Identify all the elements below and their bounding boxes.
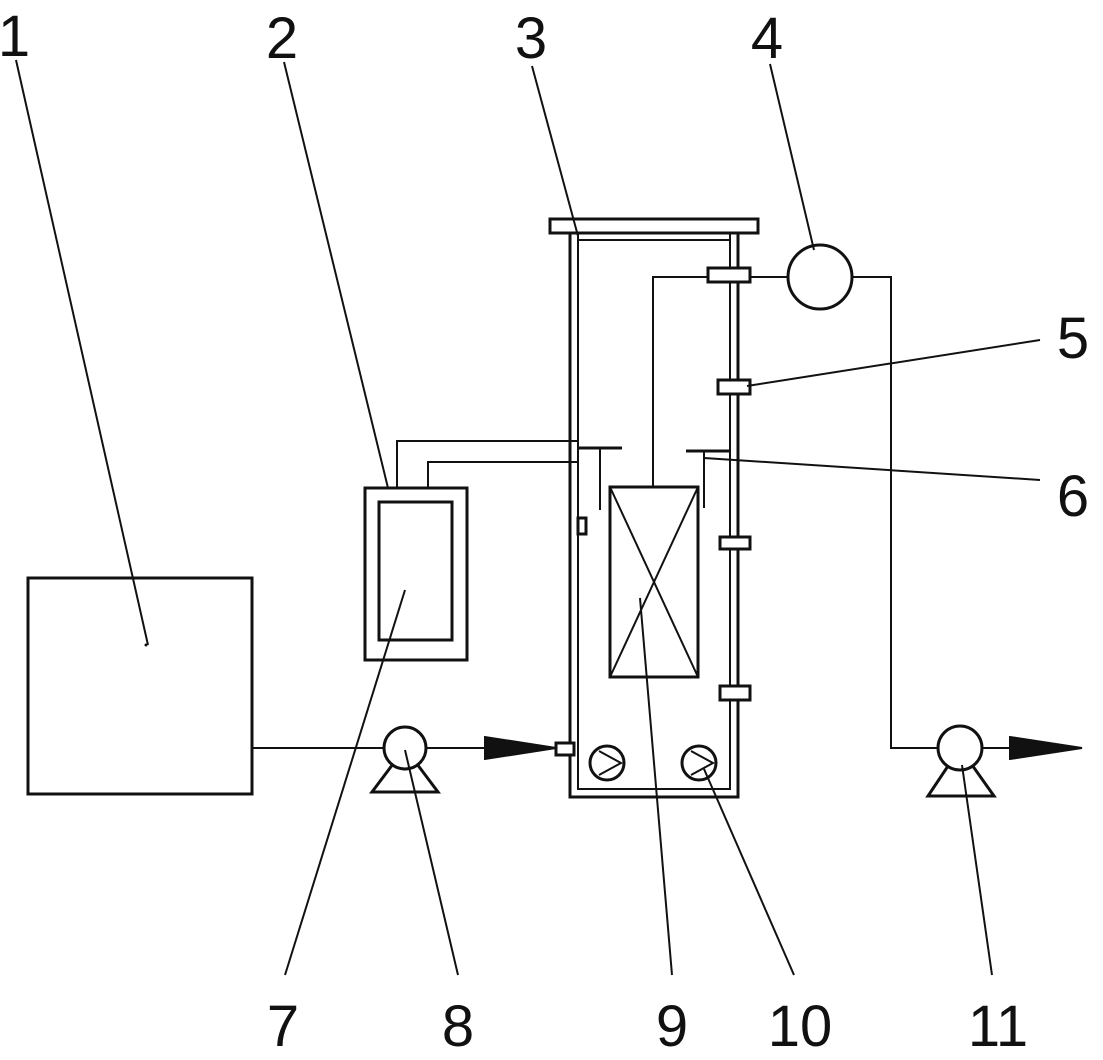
label-9: 9 bbox=[656, 994, 688, 1059]
sampling-port-bottom bbox=[718, 684, 752, 702]
controller-unit bbox=[363, 486, 469, 662]
leader-4 bbox=[769, 63, 815, 251]
left-wall-port bbox=[576, 516, 588, 536]
label-6: 6 bbox=[1057, 464, 1089, 529]
reactor-outer-wall bbox=[568, 231, 740, 799]
label-11: 11 bbox=[968, 994, 1028, 1059]
aerator-left bbox=[588, 744, 626, 782]
controller-sensor-line-1 bbox=[396, 440, 578, 488]
pressure-gauge bbox=[786, 243, 854, 311]
leader-3 bbox=[531, 65, 579, 237]
label-3: 3 bbox=[515, 6, 547, 71]
leader-1 bbox=[15, 59, 149, 646]
label-10: 10 bbox=[768, 994, 833, 1059]
leader-6 bbox=[703, 457, 1041, 481]
flow-arrow-outlet bbox=[1009, 735, 1083, 761]
controller-sensor-line-2 bbox=[427, 461, 578, 488]
permeate-to-pump-11 bbox=[853, 276, 938, 749]
reactor-inner-wall bbox=[577, 233, 731, 790]
leader-11 bbox=[961, 764, 993, 976]
aerator-right bbox=[680, 744, 718, 782]
leader-2 bbox=[283, 61, 389, 489]
sampling-port-5 bbox=[716, 378, 752, 396]
label-8: 8 bbox=[442, 994, 474, 1059]
controller-display-7 bbox=[377, 500, 454, 642]
label-1: 1 bbox=[0, 4, 30, 69]
membrane-cross-2 bbox=[609, 486, 699, 678]
suction-pump bbox=[925, 724, 997, 798]
reactor-inlet-port bbox=[554, 741, 576, 757]
label-4: 4 bbox=[751, 6, 783, 71]
flow-arrow-inlet bbox=[484, 735, 557, 761]
leader-9 bbox=[639, 597, 673, 976]
leader-5 bbox=[746, 339, 1041, 387]
leader-7 bbox=[284, 589, 406, 976]
label-5: 5 bbox=[1057, 306, 1089, 371]
feed-pump bbox=[369, 725, 441, 794]
reactor-top-flange bbox=[548, 217, 760, 235]
sampling-port-top bbox=[706, 266, 752, 284]
label-2: 2 bbox=[266, 6, 298, 71]
sampling-port-middle bbox=[718, 535, 752, 551]
feed-tank bbox=[26, 576, 254, 796]
leader-8 bbox=[404, 749, 459, 976]
feed-tank-center-mark bbox=[144, 643, 148, 647]
label-7: 7 bbox=[267, 994, 299, 1059]
leader-10 bbox=[703, 768, 795, 976]
permeate-pipe bbox=[652, 276, 708, 487]
